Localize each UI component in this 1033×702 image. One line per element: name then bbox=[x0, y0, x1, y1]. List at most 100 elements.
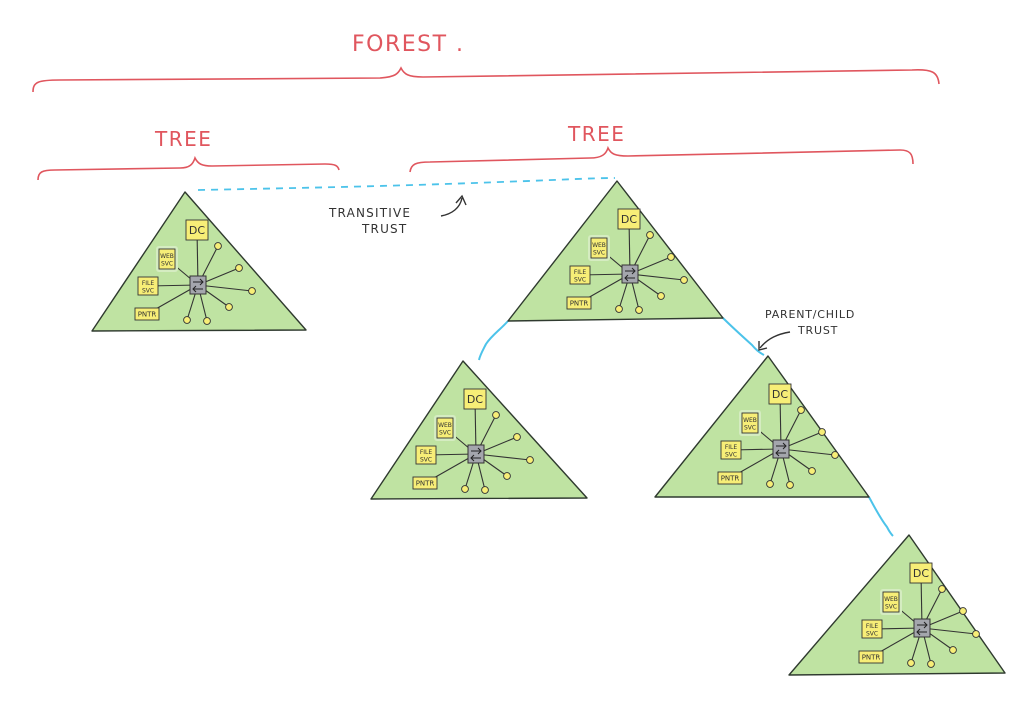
switch-body bbox=[772, 439, 790, 459]
arrow-right-icon bbox=[917, 621, 928, 629]
network-switch-icon bbox=[772, 439, 790, 459]
domain-shape bbox=[370, 360, 588, 500]
tree-label-left: TREE bbox=[154, 127, 212, 151]
endpoint-dot-icon bbox=[615, 305, 623, 313]
node-label: PNTR bbox=[138, 311, 157, 319]
network-switch-icon bbox=[621, 264, 639, 284]
printer-box: PNTR bbox=[858, 650, 884, 664]
transitive-trust-arrow bbox=[440, 197, 463, 217]
forest-brace bbox=[32, 66, 940, 93]
node-box bbox=[882, 591, 900, 613]
endpoint-dot-icon bbox=[657, 292, 665, 300]
endpoint-dot-icon bbox=[797, 406, 805, 414]
node-label: SVC bbox=[866, 631, 878, 638]
node-label: SVC bbox=[439, 430, 451, 437]
node-box bbox=[909, 562, 933, 584]
switch-body bbox=[189, 275, 207, 295]
node-box bbox=[858, 650, 884, 664]
node-label: WEB bbox=[884, 596, 898, 603]
arrow-right-icon bbox=[193, 278, 204, 286]
tree-brace-left bbox=[37, 155, 340, 181]
node-box bbox=[436, 417, 454, 439]
parent-child-arrowhead bbox=[758, 341, 768, 351]
parent-child-trust-link-2 bbox=[722, 317, 765, 356]
endpoint-dot-icon bbox=[526, 456, 534, 464]
endpoint-dot-icon bbox=[938, 585, 946, 593]
parent-child-trust-link-3 bbox=[868, 496, 894, 537]
switch-body bbox=[621, 264, 639, 284]
node-label: SVC bbox=[885, 604, 897, 611]
dc-box: DC bbox=[463, 388, 487, 410]
endpoint-dot-icon bbox=[214, 242, 222, 250]
arrow-right-icon bbox=[776, 442, 787, 450]
node-label: WEB bbox=[592, 242, 606, 249]
link-line bbox=[629, 273, 685, 281]
parent-child-trust-link-1 bbox=[478, 320, 509, 361]
node-box bbox=[717, 471, 743, 485]
printer-box: PNTR bbox=[566, 296, 592, 310]
node-label: SVC bbox=[142, 288, 154, 295]
printer-box: PNTR bbox=[134, 307, 160, 321]
transitive-trust-label-line2: TRUST bbox=[361, 222, 407, 236]
node-label: DC bbox=[467, 393, 483, 406]
node-label: SVC bbox=[420, 457, 432, 464]
link-line bbox=[475, 453, 531, 461]
node-label: PNTR bbox=[570, 300, 589, 308]
domain-group: DCWEBSVCFILESVCPNTRDCWEBSVCFILESVCPNTRDC… bbox=[91, 180, 1006, 676]
endpoint-dot-icon bbox=[203, 317, 211, 325]
endpoint-dot-icon bbox=[766, 480, 774, 488]
node-label: PNTR bbox=[721, 475, 740, 483]
arrow-right-icon bbox=[471, 447, 482, 455]
node-label: FILE bbox=[420, 449, 433, 456]
network-switch-icon bbox=[913, 618, 931, 638]
node-box bbox=[158, 248, 176, 270]
endpoint-dot-icon bbox=[513, 433, 521, 441]
arrow-left-icon bbox=[192, 285, 203, 293]
endpoint-dot-icon bbox=[972, 630, 980, 638]
endpoint-dot-icon bbox=[503, 472, 511, 480]
link-line bbox=[780, 448, 836, 456]
node-box bbox=[415, 445, 437, 465]
parent-child-arrow bbox=[759, 331, 791, 349]
node-box bbox=[412, 476, 438, 490]
network-switch-icon bbox=[189, 275, 207, 295]
node-label: FILE bbox=[725, 444, 738, 451]
domain-shape bbox=[654, 355, 870, 498]
tree-label-right: TREE bbox=[567, 122, 625, 146]
transitive-trust-arrowhead bbox=[455, 194, 467, 206]
arrow-left-icon bbox=[916, 628, 927, 636]
node-label: FILE bbox=[866, 623, 879, 630]
node-label: PNTR bbox=[416, 480, 435, 488]
endpoint-dot-icon bbox=[225, 303, 233, 311]
endpoint-dot-icon bbox=[481, 486, 489, 494]
node-label: DC bbox=[189, 224, 205, 237]
node-box bbox=[617, 208, 641, 230]
endpoint-dot-icon bbox=[635, 306, 643, 314]
dc-box: DC bbox=[768, 383, 792, 405]
node-label: SVC bbox=[744, 425, 756, 432]
node-label: WEB bbox=[743, 417, 757, 424]
switch-body bbox=[467, 444, 485, 464]
endpoint-dot-icon bbox=[786, 481, 794, 489]
network-switch-icon bbox=[467, 444, 485, 464]
endpoint-dot-icon bbox=[492, 411, 500, 419]
node-box bbox=[861, 619, 883, 639]
node-box bbox=[566, 296, 592, 310]
node-box bbox=[569, 265, 591, 285]
endpoint-dot-icon bbox=[235, 264, 243, 272]
endpoint-dot-icon bbox=[183, 316, 191, 324]
